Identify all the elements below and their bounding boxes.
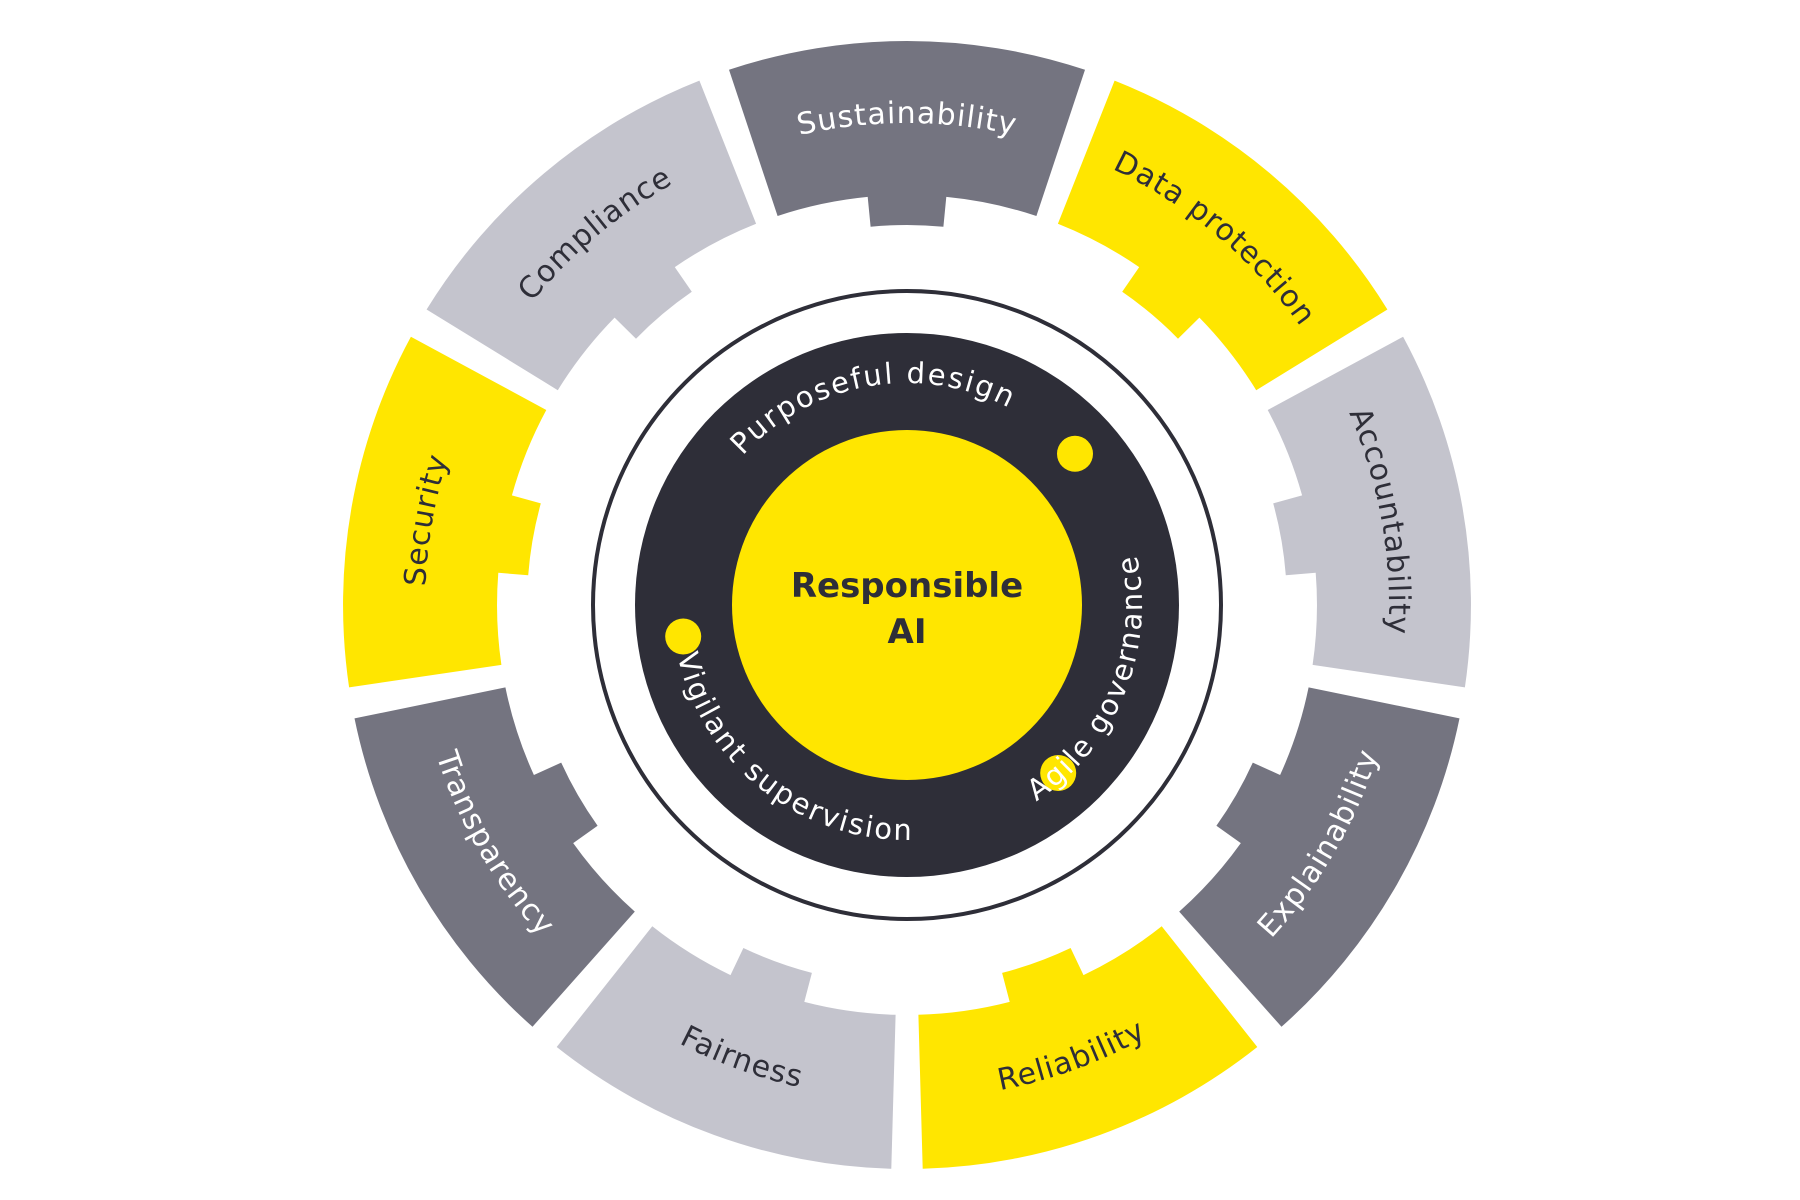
center-title-line1: Responsible <box>791 566 1023 606</box>
segment-compliance <box>426 80 757 391</box>
ring-dot-1 <box>1057 435 1093 472</box>
center-circle <box>732 430 1082 780</box>
segment-explainability <box>1179 687 1460 1027</box>
segment-accountability <box>1267 336 1471 688</box>
segment-transparency <box>354 687 635 1027</box>
outer-thin-ring <box>591 289 1223 921</box>
segment-reliability <box>918 926 1258 1169</box>
ring-dot-3 <box>665 618 702 655</box>
segment-fairness <box>556 926 896 1169</box>
segment-data-protection <box>1057 80 1388 391</box>
ring-dot-2 <box>1040 755 1077 791</box>
segment-security <box>343 336 547 688</box>
ring-dots <box>665 435 1093 791</box>
segment-sustainability <box>729 40 1085 227</box>
center-title-line2: AI <box>888 612 927 652</box>
